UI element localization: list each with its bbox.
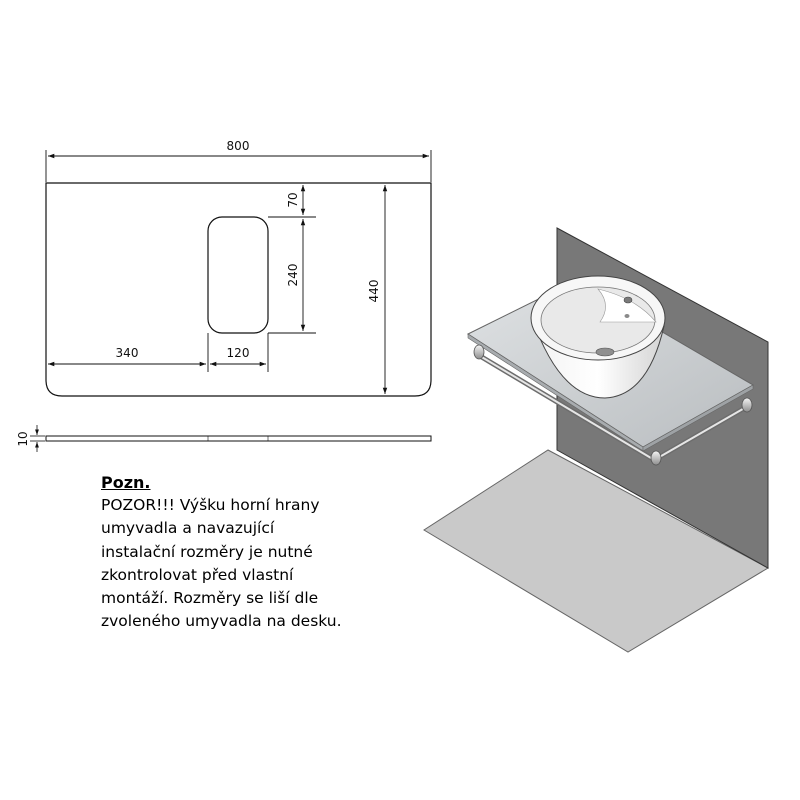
countertop-outline xyxy=(45,182,432,397)
note-line: zkontrolovat před vlastní xyxy=(101,565,294,584)
note-line: umyvadla a navazující xyxy=(101,519,275,538)
note-title: Pozn. xyxy=(101,473,151,492)
note-line: instalační rozměry je nutné xyxy=(101,542,313,561)
floor-plane xyxy=(423,449,770,653)
dimension-width xyxy=(45,150,432,182)
towel-rail xyxy=(473,344,753,466)
dimension-cutout-vertical xyxy=(268,185,316,334)
dimension-height xyxy=(372,182,392,397)
installation-illustration xyxy=(423,227,770,653)
dimension-height-label: 440 xyxy=(367,280,381,303)
dimension-cutout-width-label: 120 xyxy=(227,346,250,360)
dimension-width-label: 800 xyxy=(227,139,250,153)
note-line: POZOR!!! Výšku horní hrany xyxy=(101,496,320,515)
dimension-cutout-height-label: 240 xyxy=(286,264,300,287)
dimension-top-offset-label: 70 xyxy=(286,192,300,207)
note-block: Pozn. POZOR!!! Výšku horní hrany umyvadl… xyxy=(101,471,401,633)
dimension-left-offset-label: 340 xyxy=(116,346,139,360)
note-line: montáží. Rozměry se liší dle xyxy=(101,589,319,608)
dimension-cutout-horizontal xyxy=(48,333,269,372)
washbasin xyxy=(530,275,666,399)
countertop-top-view xyxy=(45,182,432,397)
dimension-thickness-label: 10 xyxy=(16,431,30,446)
countertop-side-view xyxy=(30,425,432,452)
note-line: zvoleného umyvadla na desku. xyxy=(101,612,342,631)
basin-cutout xyxy=(207,216,269,334)
